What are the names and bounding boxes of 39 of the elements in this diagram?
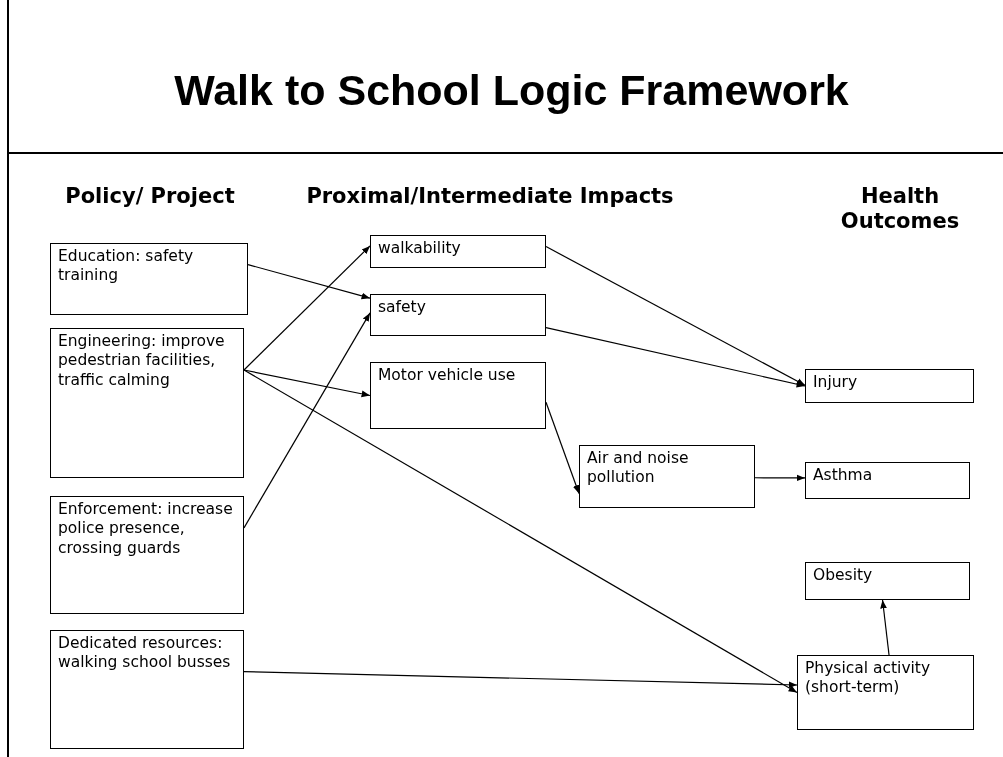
process-box <box>805 369 974 403</box>
arrow <box>243 369 371 398</box>
arrow <box>545 401 580 495</box>
arrow <box>754 474 806 482</box>
arrow <box>243 671 798 689</box>
process-box <box>370 362 546 429</box>
arrow <box>545 327 806 388</box>
process-box <box>370 235 546 268</box>
arrow <box>243 369 798 694</box>
box-text: Dedicated resources: walking school busses <box>58 634 232 673</box>
arrow <box>243 312 371 529</box>
process-box <box>370 294 546 336</box>
box-text: Motor vehicle use <box>378 366 517 386</box>
box-text: Asthma <box>813 466 874 486</box>
column-heading: Health Outcomes <box>839 184 961 235</box>
column-heading: Policy/ Project <box>64 184 236 210</box>
box-text: safety <box>378 298 427 318</box>
box-text: Education: safety training <box>58 247 195 286</box>
box-text: Air and noise pollution <box>587 449 690 488</box>
box-text: Enforcement: increase police presence, crossing guards <box>58 500 234 559</box>
process-box <box>50 630 244 749</box>
process-box <box>50 328 244 478</box>
arrow <box>545 245 806 386</box>
process-box <box>805 562 970 600</box>
process-box <box>50 243 248 315</box>
box-text: Engineering: improve pedestrian facilities, traffic calming <box>58 332 226 391</box>
process-box <box>579 445 755 508</box>
arrow <box>880 599 890 656</box>
process-box <box>50 496 244 614</box>
arrow <box>243 245 371 371</box>
title: Walk to School Logic Framework <box>173 66 850 115</box>
box-text: Physical activity (short-term) <box>805 659 932 698</box>
process-box <box>805 462 970 499</box>
arrow <box>247 264 371 300</box>
process-box <box>797 655 974 730</box>
box-text: walkability <box>378 239 462 259</box>
box-text: Injury <box>813 373 859 393</box>
box-text: Obesity <box>813 566 874 586</box>
column-heading: Proximal/Intermediate Impacts <box>305 184 675 210</box>
